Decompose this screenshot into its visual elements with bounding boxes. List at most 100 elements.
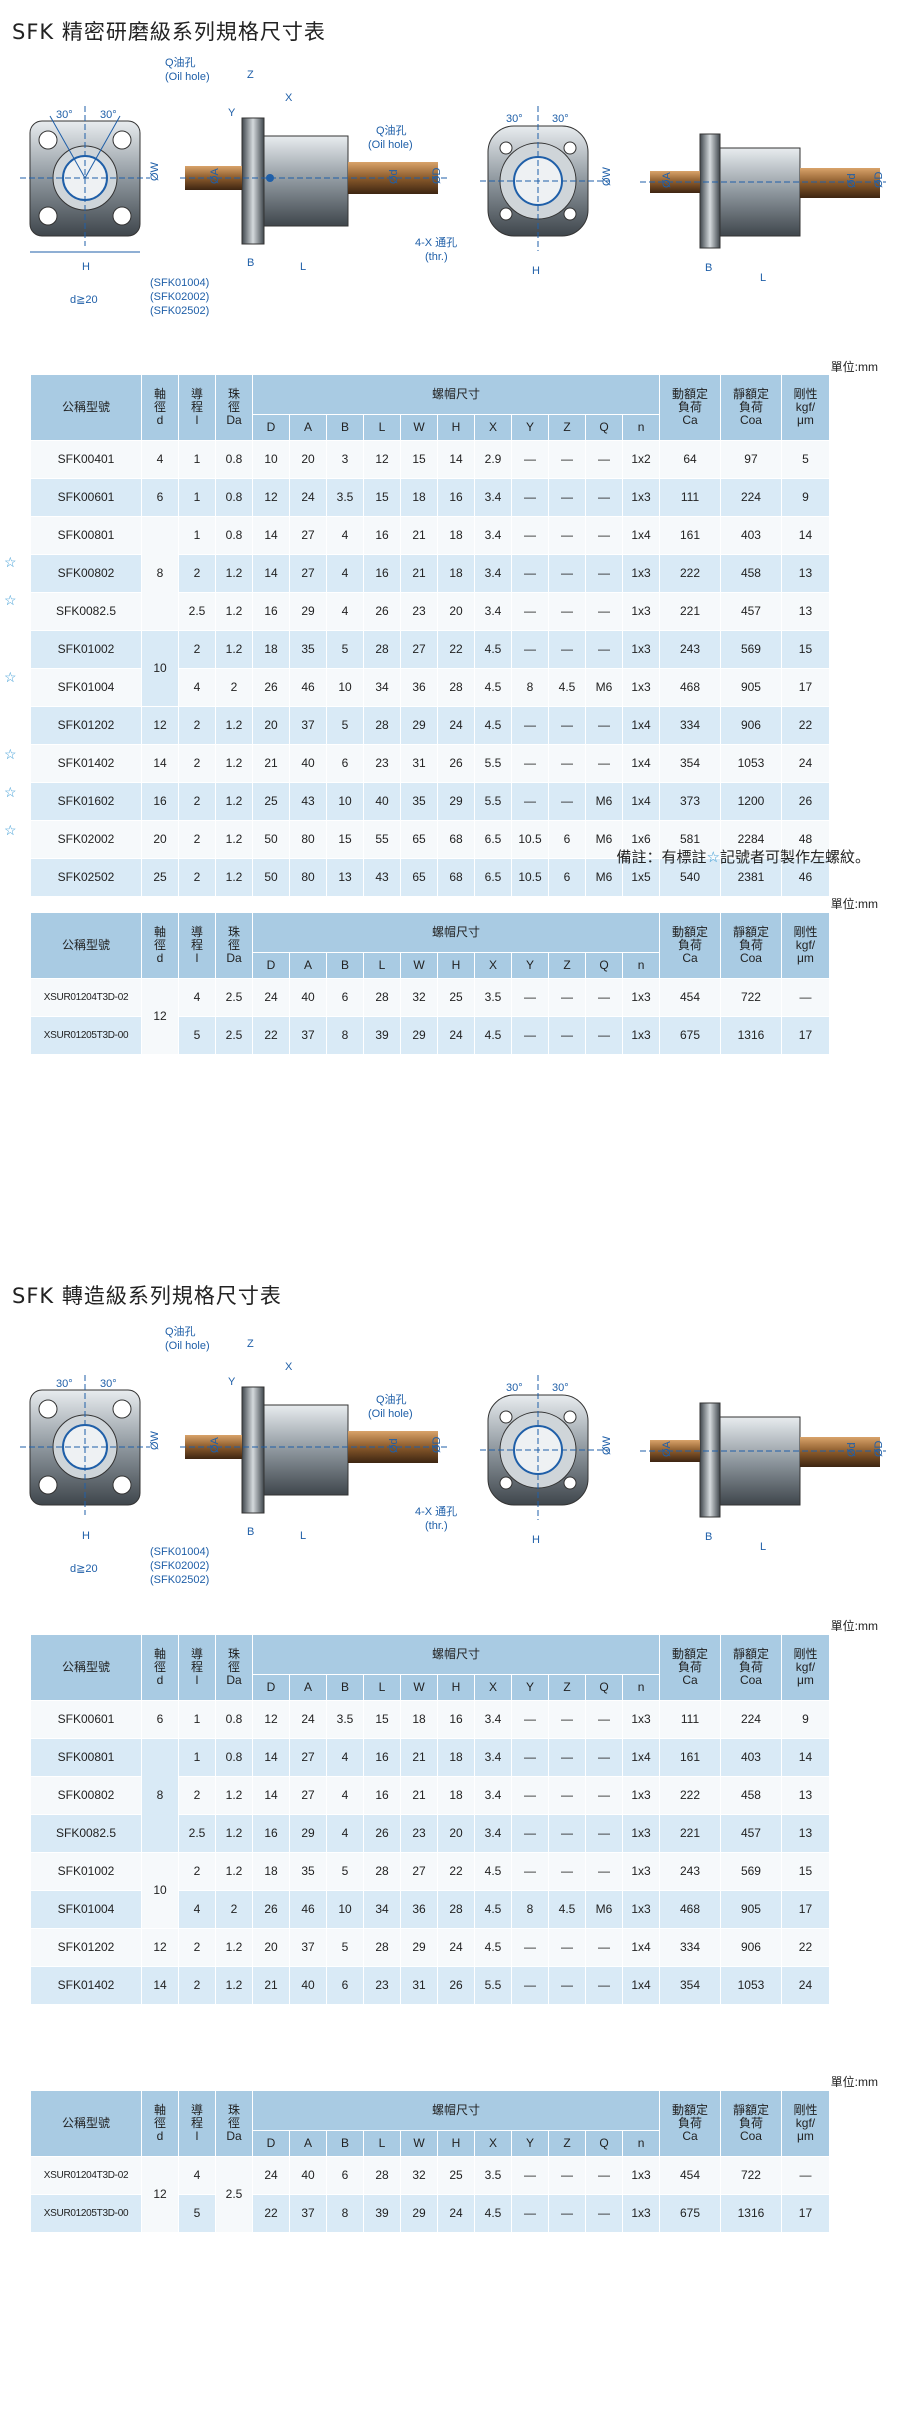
cell-l: 16 [363, 1776, 402, 1815]
cell-n: 1x4 [622, 706, 661, 745]
cell-h: 18 [437, 1776, 476, 1815]
cell-model: SFK01202 [29, 706, 143, 745]
cell-a: 46 [289, 1890, 328, 1929]
cell-y: — [511, 2156, 550, 2195]
cell-l: 4 [178, 2156, 217, 2195]
d-condition: d≧20 [70, 294, 98, 306]
cell-x: 4.5 [474, 1890, 513, 1929]
cell-h: 26 [437, 744, 476, 783]
cell-ca: 540 [659, 858, 721, 897]
cell-h: 16 [437, 1700, 476, 1739]
cell-y: 8 [511, 1890, 550, 1929]
cell-q: — [585, 1852, 624, 1891]
cell-y: — [511, 1738, 550, 1777]
unit-label: 單位:mm [830, 897, 878, 911]
cell-coa: 403 [720, 1738, 782, 1777]
cell-k: 14 [780, 516, 831, 555]
cell-coa: 457 [720, 592, 782, 631]
header-L: L [363, 2130, 402, 2157]
cell-b: 8 [326, 2194, 365, 2233]
cell-l: 26 [363, 592, 402, 631]
header-Q: Q [585, 2130, 624, 2157]
cell-l: 28 [363, 1852, 402, 1891]
cell-y: — [511, 554, 550, 593]
angle-label: 30° [56, 109, 73, 121]
cell-w: 21 [400, 554, 439, 593]
cell-z: — [548, 554, 587, 593]
dim-d: Ød [846, 1442, 858, 1457]
cell-z: — [548, 1700, 587, 1739]
cell-coa: 1316 [720, 2194, 782, 2233]
cell-l: 16 [363, 516, 402, 555]
cell-h: 24 [437, 1016, 476, 1055]
cell-ca: 354 [659, 744, 721, 783]
angle-label: 30° [100, 109, 117, 121]
cell-h: 25 [437, 978, 476, 1017]
model-note: (SFK02502) [150, 305, 209, 317]
cell-y: — [511, 1928, 550, 1967]
header-Y: Y [511, 414, 550, 441]
cell-q: — [585, 1966, 624, 2005]
cell-a: 40 [289, 1966, 328, 2005]
cell-da: 0.8 [215, 440, 254, 479]
model-note: (SFK02002) [150, 291, 209, 303]
cell-y: — [511, 478, 550, 517]
cell-q: — [585, 516, 624, 555]
cell-l: 28 [363, 2156, 402, 2195]
cell-a: 29 [289, 592, 328, 631]
header-model: 公稱型號 [29, 374, 143, 441]
cell-da: 1.2 [215, 1928, 254, 1967]
cell-ca: 243 [659, 1852, 721, 1891]
header-D: D [252, 414, 291, 441]
cell-q: — [585, 706, 624, 745]
cell-model: XSUR01205T3D-00 [29, 1016, 143, 1055]
cell-a: 35 [289, 630, 328, 669]
cell-n: 1x4 [622, 744, 661, 783]
cell-x: 4.5 [474, 1852, 513, 1891]
cell-d: 10 [252, 440, 291, 479]
cell-q: M6 [585, 782, 624, 821]
cell-model: SFK01004 [29, 668, 143, 707]
oil-hole-label: Q油孔 [165, 56, 196, 69]
cell-ca: 221 [659, 1814, 721, 1853]
dim-Z: Z [247, 69, 254, 81]
cell-a: 46 [289, 668, 328, 707]
cell-model: SFK0082.5 [29, 592, 143, 631]
cell-coa: 1053 [720, 1966, 782, 2005]
cell-d: 25 [141, 858, 180, 897]
cell-x: 4.5 [474, 668, 513, 707]
cell-b: 4 [326, 554, 365, 593]
cell-model: SFK01004 [29, 1890, 143, 1929]
cell-coa: 1200 [720, 782, 782, 821]
cell-z: — [548, 1966, 587, 2005]
cell-k: 15 [780, 630, 831, 669]
cell-coa: 906 [720, 1928, 782, 1967]
cell-b: 6 [326, 2156, 365, 2195]
cell-coa: 224 [720, 478, 782, 517]
cell-z: — [548, 630, 587, 669]
dim-B: B [247, 257, 254, 269]
cell-q: M6 [585, 1890, 624, 1929]
cell-y: — [511, 516, 550, 555]
cell-b: 13 [326, 858, 365, 897]
cell-z: — [548, 516, 587, 555]
cell-ca: 161 [659, 1738, 721, 1777]
cell-n: 1x3 [622, 2156, 661, 2195]
header-Q: Q [585, 952, 624, 979]
cell-n: 1x4 [622, 516, 661, 555]
cell-a: 27 [289, 1776, 328, 1815]
header-D: D [252, 952, 291, 979]
cell-k: 9 [780, 478, 831, 517]
cell-q: — [585, 1814, 624, 1853]
